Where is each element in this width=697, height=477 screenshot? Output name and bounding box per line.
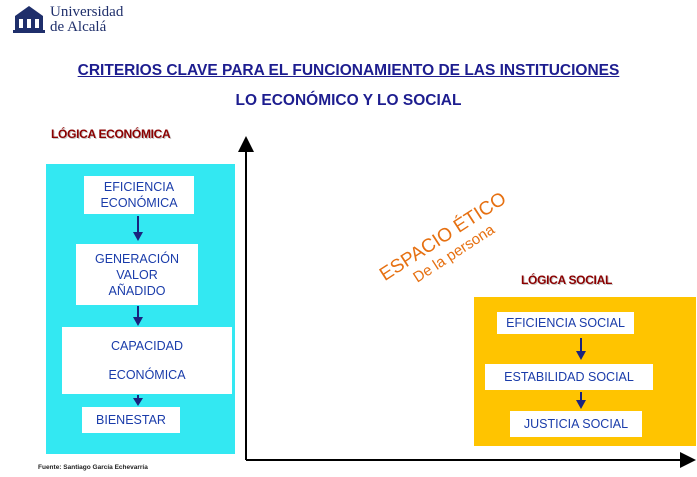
logo-line-1: Universidad bbox=[50, 4, 124, 20]
main-title: CRITERIOS CLAVE PARA EL FUNCIONAMIENTO D… bbox=[77, 62, 620, 79]
economic-step-value-added: GENERACIÓN VALOR AÑADIDO bbox=[76, 244, 198, 305]
flow-arrow-head bbox=[133, 232, 143, 241]
step-line: ECONÓMICA bbox=[100, 196, 178, 210]
university-crest-icon bbox=[13, 6, 45, 33]
step-line: VALOR bbox=[116, 267, 158, 282]
step-line: EFICIENCIA SOCIAL bbox=[506, 316, 625, 330]
university-logo: Universidad de Alcalá bbox=[12, 4, 197, 46]
social-step-stability: ESTABILIDAD SOCIAL bbox=[485, 364, 653, 390]
flow-arrow-head bbox=[133, 398, 143, 406]
flow-arrow-head bbox=[576, 400, 586, 409]
source-note: Fuente: Santiago García Echevarría bbox=[38, 464, 148, 471]
step-line: ESTABILIDAD SOCIAL bbox=[504, 370, 634, 384]
flow-arrow-head bbox=[576, 351, 586, 360]
step-line: BIENESTAR bbox=[96, 413, 166, 427]
social-flow-arrows bbox=[576, 338, 586, 409]
social-logic-label: LÓGICA SOCIAL bbox=[521, 273, 612, 287]
logo-line-2: de Alcalá bbox=[50, 19, 107, 35]
economic-flow-arrows bbox=[133, 216, 143, 406]
economic-step-wellbeing: BIENESTAR bbox=[82, 407, 180, 433]
social-step-efficiency: EFICIENCIA SOCIAL bbox=[497, 312, 634, 334]
step-line: JUSTICIA SOCIAL bbox=[523, 417, 629, 431]
logo-text: Universidad de Alcalá bbox=[50, 5, 123, 35]
step-line: EFICIENCIA bbox=[103, 180, 175, 194]
step-line: CAPACIDAD bbox=[110, 338, 183, 353]
step-line: GENERACIÓN bbox=[94, 251, 180, 266]
step-line: ECONÓMICA bbox=[108, 367, 186, 382]
economic-logic-label: LÓGICA ECONÓMICA bbox=[51, 127, 171, 141]
flow-arrow-head bbox=[133, 317, 143, 326]
step-line: AÑADIDO bbox=[108, 283, 166, 298]
social-step-justice: JUSTICIA SOCIAL bbox=[510, 411, 642, 437]
economic-step-capacity: CAPACIDAD ECONÓMICA bbox=[62, 327, 232, 394]
sub-title: LO ECONÓMICO Y LO SOCIAL bbox=[235, 92, 462, 109]
economic-step-efficiency: EFICIENCIA ECONÓMICA bbox=[84, 176, 194, 214]
